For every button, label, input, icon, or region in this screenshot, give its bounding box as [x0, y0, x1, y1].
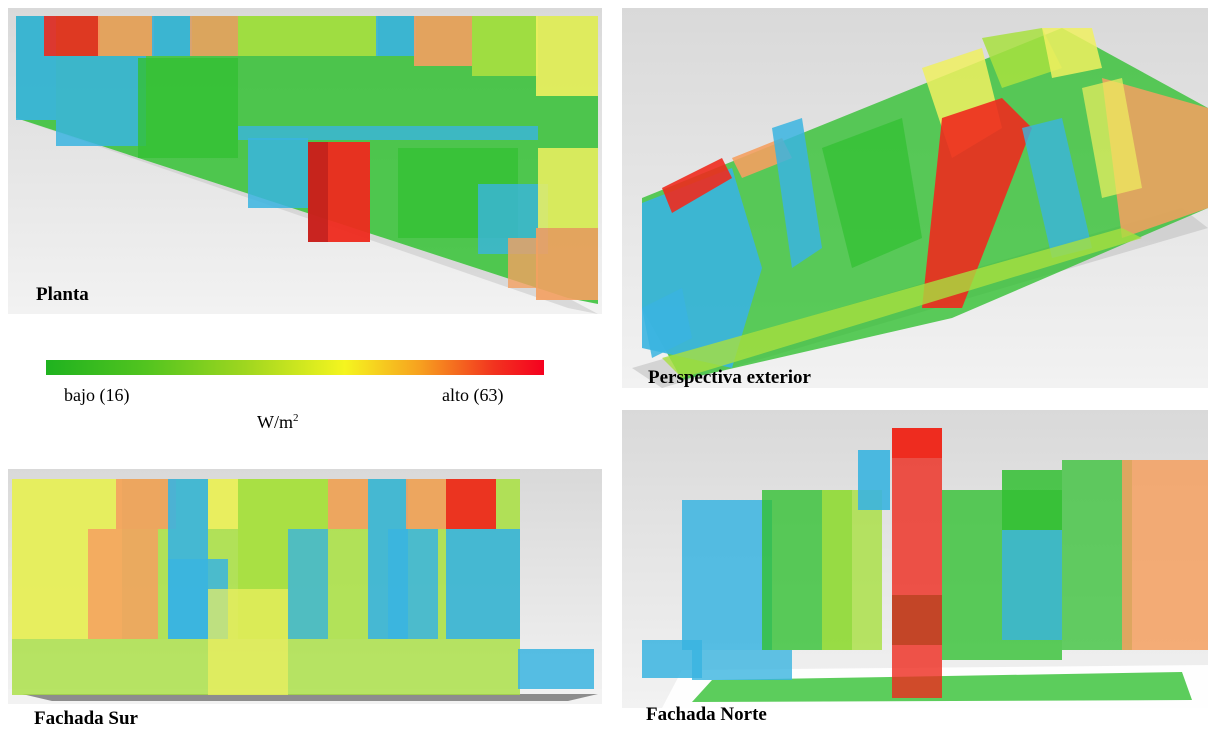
caption-planta: Planta — [36, 284, 89, 305]
fachada-norte-image — [622, 410, 1208, 708]
legend-unit: W/m2 — [257, 412, 299, 433]
panel-perspectiva — [622, 8, 1208, 388]
caption-fachada-norte: Fachada Norte — [646, 704, 767, 725]
panel-fachada-norte — [622, 410, 1208, 708]
legend-unit-exp: 2 — [293, 412, 299, 424]
legend-low-label: bajo (16) — [64, 385, 130, 405]
legend-unit-base: W/m — [257, 412, 293, 432]
perspectiva-image — [622, 8, 1208, 388]
panel-fachada-sur — [8, 469, 602, 704]
planta-image — [8, 8, 602, 314]
color-scale-bar — [46, 360, 544, 375]
panel-planta — [8, 8, 602, 314]
caption-perspectiva: Perspectiva exterior — [648, 367, 811, 388]
fachada-sur-image — [8, 469, 602, 704]
caption-fachada-sur: Fachada Sur — [34, 708, 138, 729]
legend-high-label: alto (63) — [442, 385, 504, 405]
